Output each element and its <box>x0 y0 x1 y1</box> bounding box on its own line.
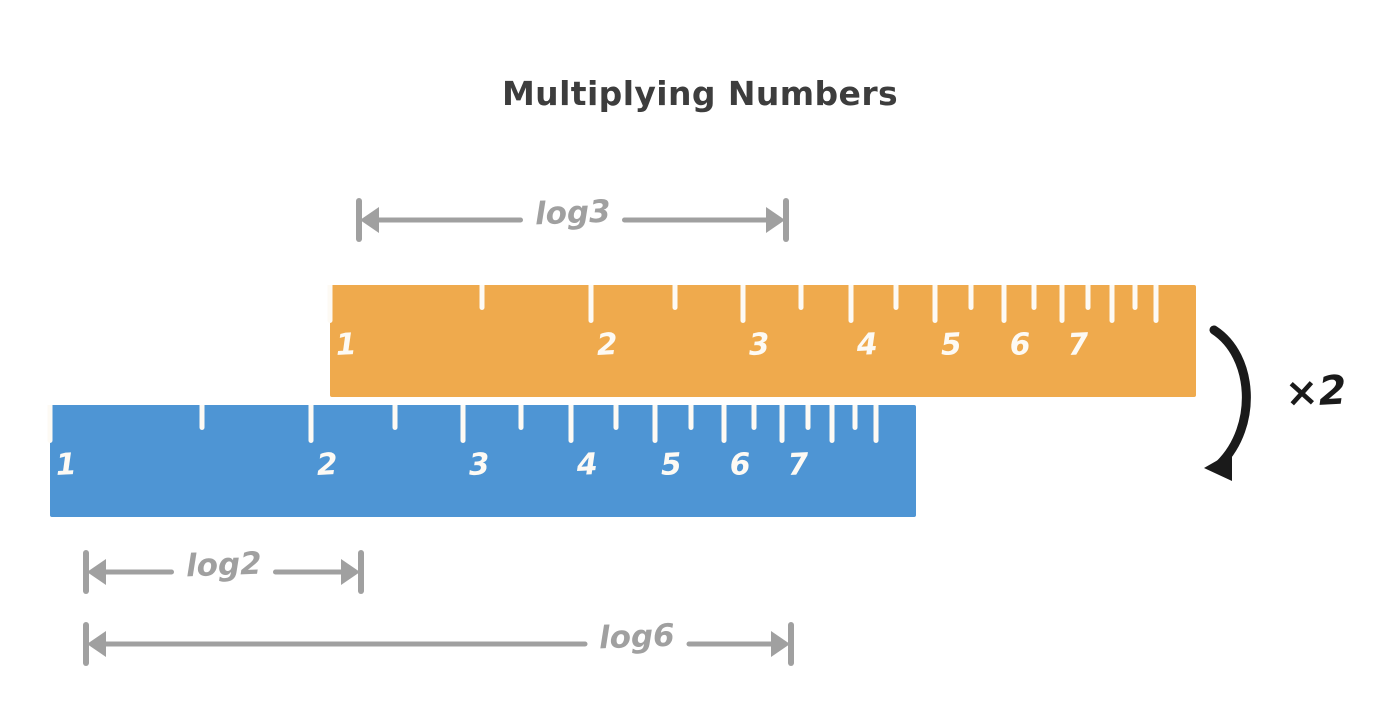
ruler-tick-major <box>873 405 879 443</box>
ruler-tick-major <box>47 405 53 443</box>
ruler-tick-minor <box>613 405 619 430</box>
measure-log3-arrow <box>356 198 789 242</box>
ruler-number: 7 <box>1066 326 1090 363</box>
ruler-tick-minor <box>798 285 804 310</box>
measure-log2-arrow <box>83 550 364 594</box>
ruler-tick-major <box>588 285 594 323</box>
measure-log2: log2 <box>82 545 365 594</box>
ruler-tick-major <box>1153 285 1159 323</box>
measure-log3: log3 <box>355 193 790 242</box>
ruler-number: 1 <box>334 326 358 363</box>
ruler-tick-major <box>932 285 938 323</box>
ruler-tick-minor <box>751 405 757 430</box>
ruler-number: 1 <box>54 446 78 483</box>
ruler-tick-minor <box>893 285 899 310</box>
measure-log6-label: log6 <box>598 617 676 657</box>
ruler-tick-major <box>721 405 727 443</box>
ruler-number: 5 <box>940 326 963 363</box>
ruler-number: 2 <box>315 446 339 483</box>
measure-log6-arrow <box>83 622 794 666</box>
ruler-number: 4 <box>576 446 599 483</box>
page-title: Multiplying Numbers <box>501 74 899 113</box>
ruler-number: 6 <box>728 446 752 483</box>
ruler-tick-minor <box>479 285 485 310</box>
ruler-number: 5 <box>660 446 683 483</box>
ruler-tick-minor <box>805 405 811 430</box>
ruler-tick-minor <box>392 405 398 430</box>
ruler-tick-major <box>848 285 854 323</box>
ruler-tick-minor <box>968 285 974 310</box>
ruler-tick-major <box>829 405 835 443</box>
ruler-tick-major <box>308 405 314 443</box>
ruler-tick-minor <box>1085 285 1091 310</box>
ruler-number: 7 <box>786 446 810 483</box>
ruler-tick-major <box>1059 285 1065 323</box>
ruler-tick-minor <box>199 405 205 430</box>
ruler-tick-minor <box>1031 285 1037 310</box>
ruler-number: 4 <box>856 326 879 363</box>
ruler-tick-minor <box>672 285 678 310</box>
ruler-tick-minor <box>1132 285 1138 310</box>
ruler-tick-major <box>1001 285 1007 323</box>
ruler-tick-major <box>568 405 574 443</box>
ruler-number: 2 <box>595 326 619 363</box>
ruler-tick-major <box>779 405 785 443</box>
measure-log3-label: log3 <box>533 193 611 233</box>
ruler-tick-minor <box>852 405 858 430</box>
ruler-tick-major <box>327 285 333 323</box>
ruler-number: 3 <box>748 326 771 363</box>
ruler-tick-major <box>740 285 746 323</box>
measure-log6: log6 <box>82 617 795 666</box>
measure-log2-label: log2 <box>184 545 262 585</box>
ruler-tick-major <box>460 405 466 443</box>
ruler-number: 3 <box>468 446 491 483</box>
ruler-tick-major <box>652 405 658 443</box>
ruler-number: 6 <box>1008 326 1032 363</box>
ruler-tick-minor <box>688 405 694 430</box>
ruler-tick-minor <box>518 405 524 430</box>
multiply-curved-arrow <box>1204 325 1251 481</box>
ruler-tick-major <box>1109 285 1115 323</box>
multiply-label: ×2 <box>1283 367 1348 417</box>
